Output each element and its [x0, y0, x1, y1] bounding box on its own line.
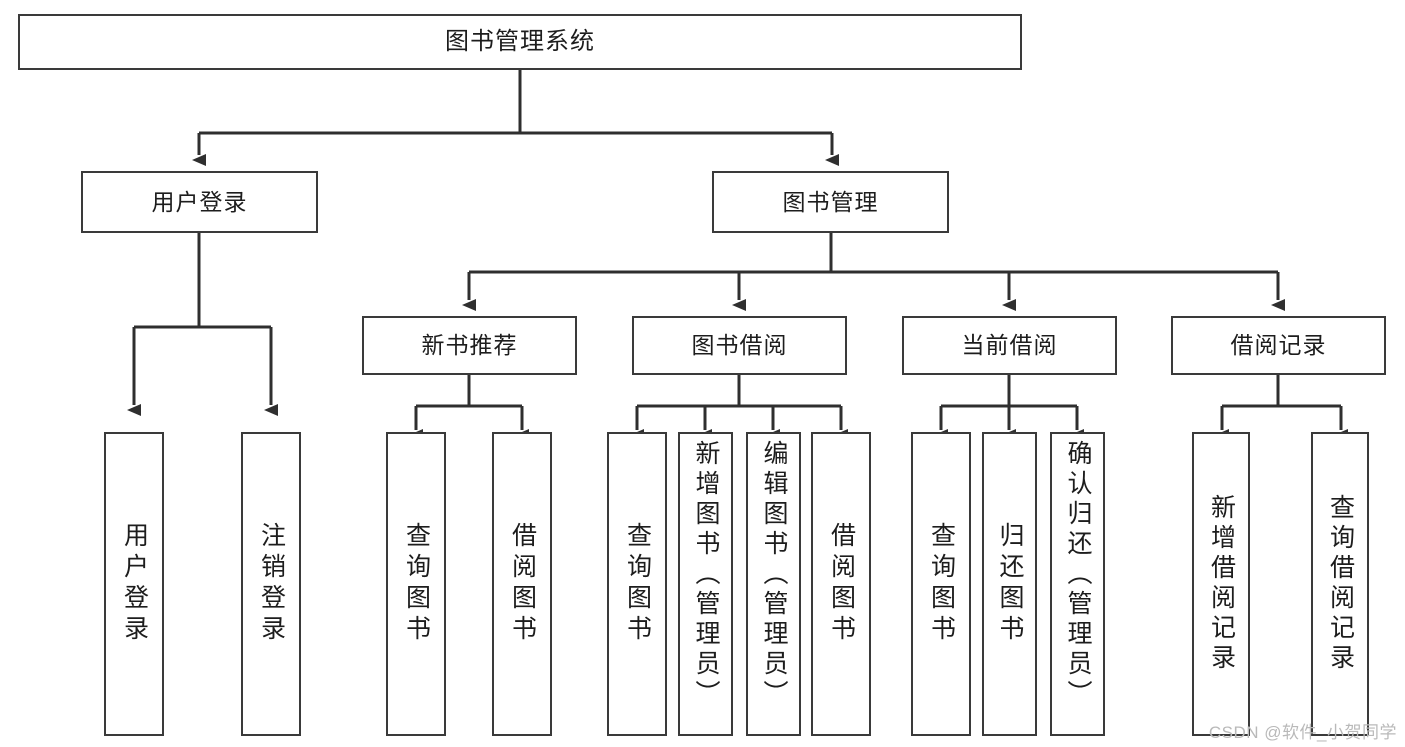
node-borrow-record[interactable]: 借阅记录	[1171, 316, 1386, 375]
node-leaf-return-book-label: 归还图书	[996, 522, 1024, 646]
node-leaf-query-book-borrow-label: 查询图书	[623, 522, 652, 646]
node-book-management[interactable]: 图书管理	[712, 171, 949, 233]
node-leaf-query-borrow-record[interactable]: 查询借阅记录	[1311, 432, 1369, 736]
node-leaf-query-book-recommend-label: 查询图书	[402, 522, 431, 646]
node-leaf-add-borrow-record[interactable]: 新增借阅记录	[1192, 432, 1250, 736]
node-user-login[interactable]: 用户登录	[81, 171, 318, 233]
node-leaf-return-book[interactable]: 归还图书	[982, 432, 1037, 736]
watermark: CSDN @软件_小贺同学	[1208, 723, 1397, 742]
node-book-borrow[interactable]: 图书借阅	[632, 316, 847, 375]
node-current-borrow[interactable]: 当前借阅	[902, 316, 1117, 375]
node-leaf-borrow-book-recommend-label: 借阅图书	[508, 522, 537, 646]
node-current-borrow-label: 当前借阅	[961, 332, 1058, 359]
node-leaf-confirm-return-label: 确认归还（管理员）	[1064, 440, 1092, 710]
node-leaf-user-login[interactable]: 用户登录	[104, 432, 164, 736]
node-user-login-label: 用户登录	[151, 188, 248, 215]
node-leaf-add-borrow-record-label: 新增借阅记录	[1207, 494, 1236, 674]
node-leaf-borrow-book-recommend[interactable]: 借阅图书	[492, 432, 552, 736]
node-leaf-user-login-label: 用户登录	[120, 522, 149, 646]
node-leaf-query-book-current-label: 查询图书	[927, 522, 956, 646]
node-leaf-logout-label: 注销登录	[257, 522, 286, 646]
node-leaf-query-book-recommend[interactable]: 查询图书	[386, 432, 446, 736]
node-leaf-query-borrow-record-label: 查询借阅记录	[1326, 494, 1355, 674]
node-leaf-add-book-label: 新增图书（管理员）	[692, 440, 720, 710]
node-leaf-borrow-book[interactable]: 借阅图书	[811, 432, 871, 736]
node-new-book-recommend-label: 新书推荐	[421, 332, 518, 359]
node-leaf-query-book-borrow[interactable]: 查询图书	[607, 432, 667, 736]
node-leaf-query-book-current[interactable]: 查询图书	[911, 432, 971, 736]
node-book-borrow-label: 图书借阅	[691, 332, 788, 359]
node-leaf-borrow-book-label: 借阅图书	[827, 522, 856, 646]
node-leaf-add-book[interactable]: 新增图书（管理员）	[678, 432, 733, 736]
node-borrow-record-label: 借阅记录	[1230, 332, 1327, 359]
node-new-book-recommend[interactable]: 新书推荐	[362, 316, 577, 375]
node-root-label: 图书管理系统	[445, 28, 595, 56]
node-root[interactable]: 图书管理系统	[18, 14, 1022, 70]
node-leaf-edit-book[interactable]: 编辑图书（管理员）	[746, 432, 801, 736]
node-leaf-edit-book-label: 编辑图书（管理员）	[760, 440, 788, 710]
node-leaf-confirm-return[interactable]: 确认归还（管理员）	[1050, 432, 1105, 736]
node-leaf-logout[interactable]: 注销登录	[241, 432, 301, 736]
node-book-management-label: 图书管理	[782, 188, 879, 215]
